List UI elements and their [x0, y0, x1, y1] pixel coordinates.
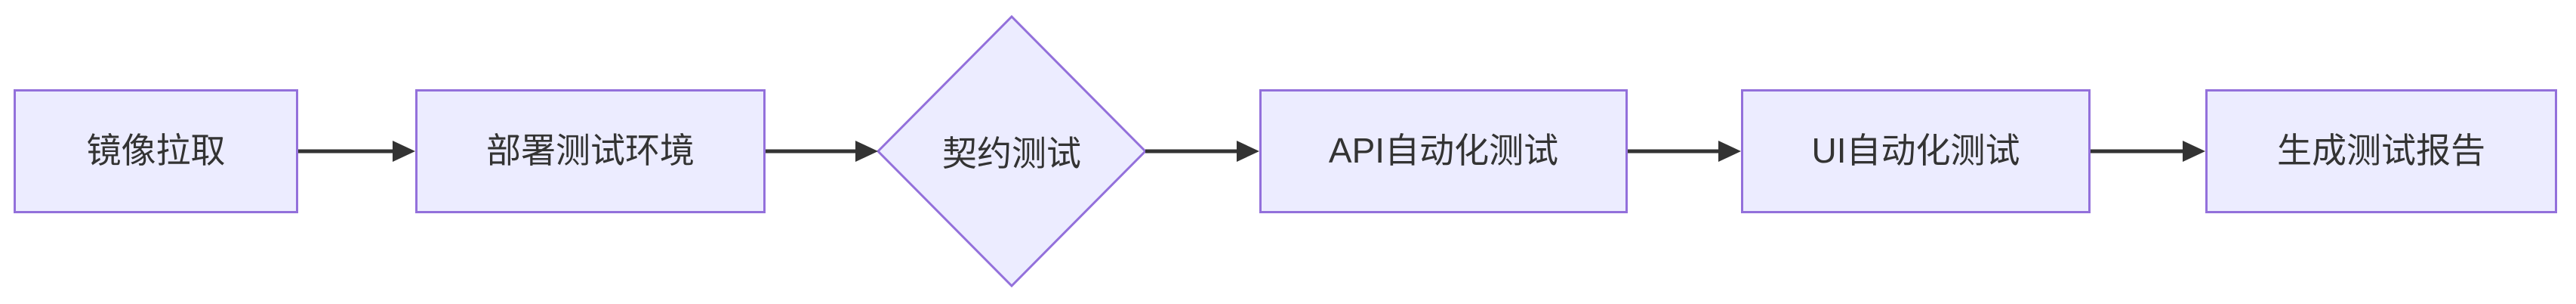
- arrow-deploy-to-contract: [766, 141, 878, 162]
- node-image-pull-label: 镜像拉取: [86, 131, 226, 171]
- arrowhead-icon: [855, 141, 878, 162]
- node-generate-test-report-label: 生成测试报告: [2277, 131, 2485, 171]
- node-api-automation-test-label: API自动化测试: [1328, 131, 1559, 171]
- arrowhead-icon: [1237, 141, 1259, 162]
- arrowhead-icon: [2183, 141, 2205, 162]
- node-ui-automation-test: UI自动化测试: [1741, 89, 2091, 213]
- node-deploy-test-env: 部署测试环境: [415, 89, 766, 213]
- arrow-contract-to-api: [1145, 141, 1259, 162]
- node-ui-automation-test-label: UI自动化测试: [1811, 131, 2020, 171]
- arrow-ui-to-report: [2091, 141, 2205, 162]
- arrowhead-icon: [393, 141, 415, 162]
- arrowhead-icon: [1718, 141, 1741, 162]
- node-api-automation-test: API自动化测试: [1259, 89, 1628, 213]
- node-deploy-test-env-label: 部署测试环境: [486, 131, 695, 171]
- arrow-pull-to-deploy: [298, 141, 415, 162]
- node-generate-test-report: 生成测试报告: [2205, 89, 2557, 213]
- arrow-api-to-ui: [1628, 141, 1741, 162]
- node-contract-test-diamond: [876, 14, 1148, 288]
- node-image-pull: 镜像拉取: [14, 89, 298, 213]
